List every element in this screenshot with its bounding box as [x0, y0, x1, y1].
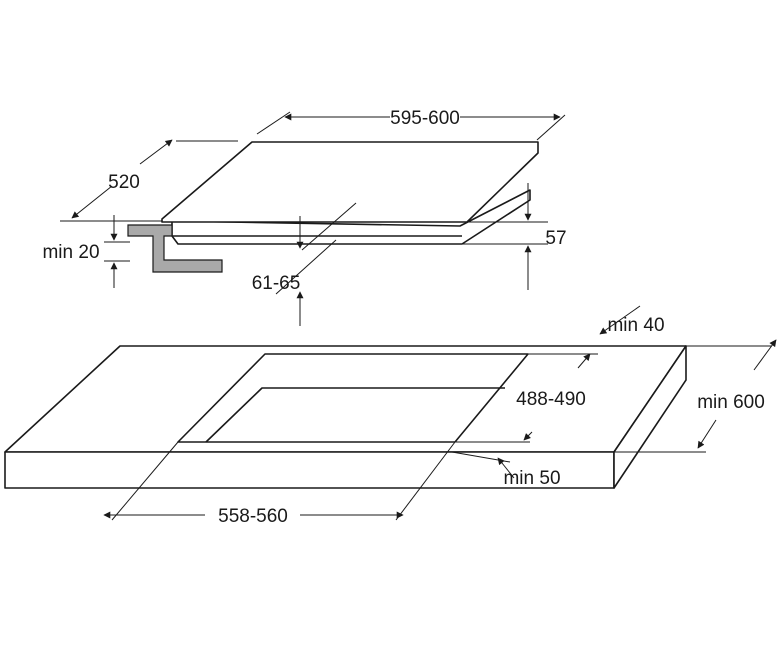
dim-cutout-width: 558-560 [103, 441, 456, 527]
dim-edge-label: min 20 [42, 242, 99, 263]
dim-cutout-gap-label: 61-65 [252, 273, 301, 294]
dim-cutout-depth-label: 488-490 [516, 389, 586, 410]
dim-front-label: min 50 [503, 468, 560, 489]
hob-drawing [127, 141, 539, 273]
dim-rear-label: min 40 [607, 315, 664, 336]
dim-cabinet-depth: min 600 [614, 339, 777, 453]
dim-height-label: 57 [545, 228, 566, 249]
dim-width: 595-600 [256, 108, 566, 141]
worktop-drawing [4, 345, 687, 489]
mounting-bracket [127, 224, 223, 273]
dim-edge: min 20 [42, 215, 130, 288]
dim-depth-label: 520 [108, 172, 140, 193]
dim-width-label: 595-600 [390, 108, 460, 129]
hob-glass-top [161, 141, 539, 223]
dim-height: 57 [462, 183, 567, 290]
dim-depth: 520 [60, 139, 238, 222]
dim-cutout-gap: 61-65 [252, 202, 357, 326]
dim-cabinet-depth-label: min 600 [697, 392, 765, 413]
worktop-cutout-inner [205, 387, 505, 443]
dim-cutout-width-label: 558-560 [218, 506, 288, 527]
dim-front: min 50 [451, 451, 561, 489]
dim-cutout-depth: 488-490 [456, 353, 591, 443]
